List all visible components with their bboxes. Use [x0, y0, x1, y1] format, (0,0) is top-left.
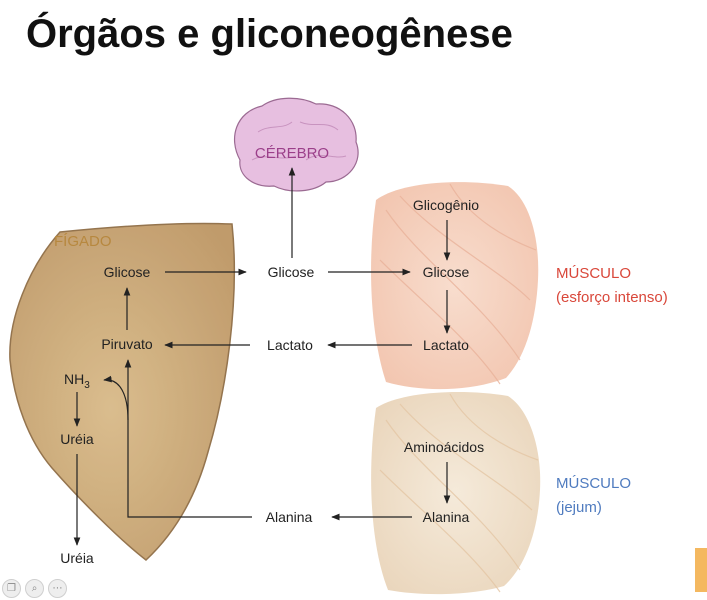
node-muscle-aminoacidos: Aminoácidos	[404, 439, 484, 455]
node-muscle-lactato: Lactato	[423, 337, 469, 353]
label-figado: FÍGADO	[54, 233, 112, 250]
node-muscle-glicogenio: Glicogênio	[413, 197, 479, 213]
label-musculo-esforco: MÚSCULO	[556, 265, 631, 282]
viewer-toolbar: ❐ ⌕ ⋯	[2, 579, 67, 598]
more-icon[interactable]: ⋯	[48, 579, 67, 598]
label-esforco-intenso: (esforço intenso)	[556, 289, 668, 306]
zoom-icon[interactable]: ⌕	[25, 579, 44, 598]
node-blood-ureia: Uréia	[60, 550, 94, 566]
muscle-fasting-shape	[371, 392, 541, 595]
nh3-sub: 3	[84, 380, 90, 391]
label-musculo-jejum: MÚSCULO	[556, 475, 631, 492]
nh3-base: NH	[64, 371, 84, 387]
node-liver-ureia: Uréia	[60, 431, 94, 447]
node-blood-glicose: Glicose	[268, 264, 315, 280]
node-muscle-glicose: Glicose	[423, 264, 470, 280]
node-blood-lactato: Lactato	[267, 337, 313, 353]
liver-shape	[9, 222, 236, 561]
label-jejum: (jejum)	[556, 499, 602, 516]
node-liver-piruvato: Piruvato	[101, 336, 153, 352]
muscle-exercise-shape	[371, 182, 539, 390]
label-cerebro: CÉREBRO	[255, 145, 329, 162]
slide-title: Órgãos e gliconeogênese	[26, 12, 513, 56]
side-tab[interactable]	[695, 548, 707, 592]
node-liver-glicose: Glicose	[104, 264, 151, 280]
node-muscle-alanina: Alanina	[423, 509, 470, 525]
node-blood-alanina: Alanina	[266, 509, 313, 525]
copy-icon[interactable]: ❐	[2, 579, 21, 598]
arrow-alanina-to-nh3	[103, 375, 129, 421]
node-liver-nh3: NH3	[64, 371, 90, 391]
brain-shape	[233, 97, 359, 192]
